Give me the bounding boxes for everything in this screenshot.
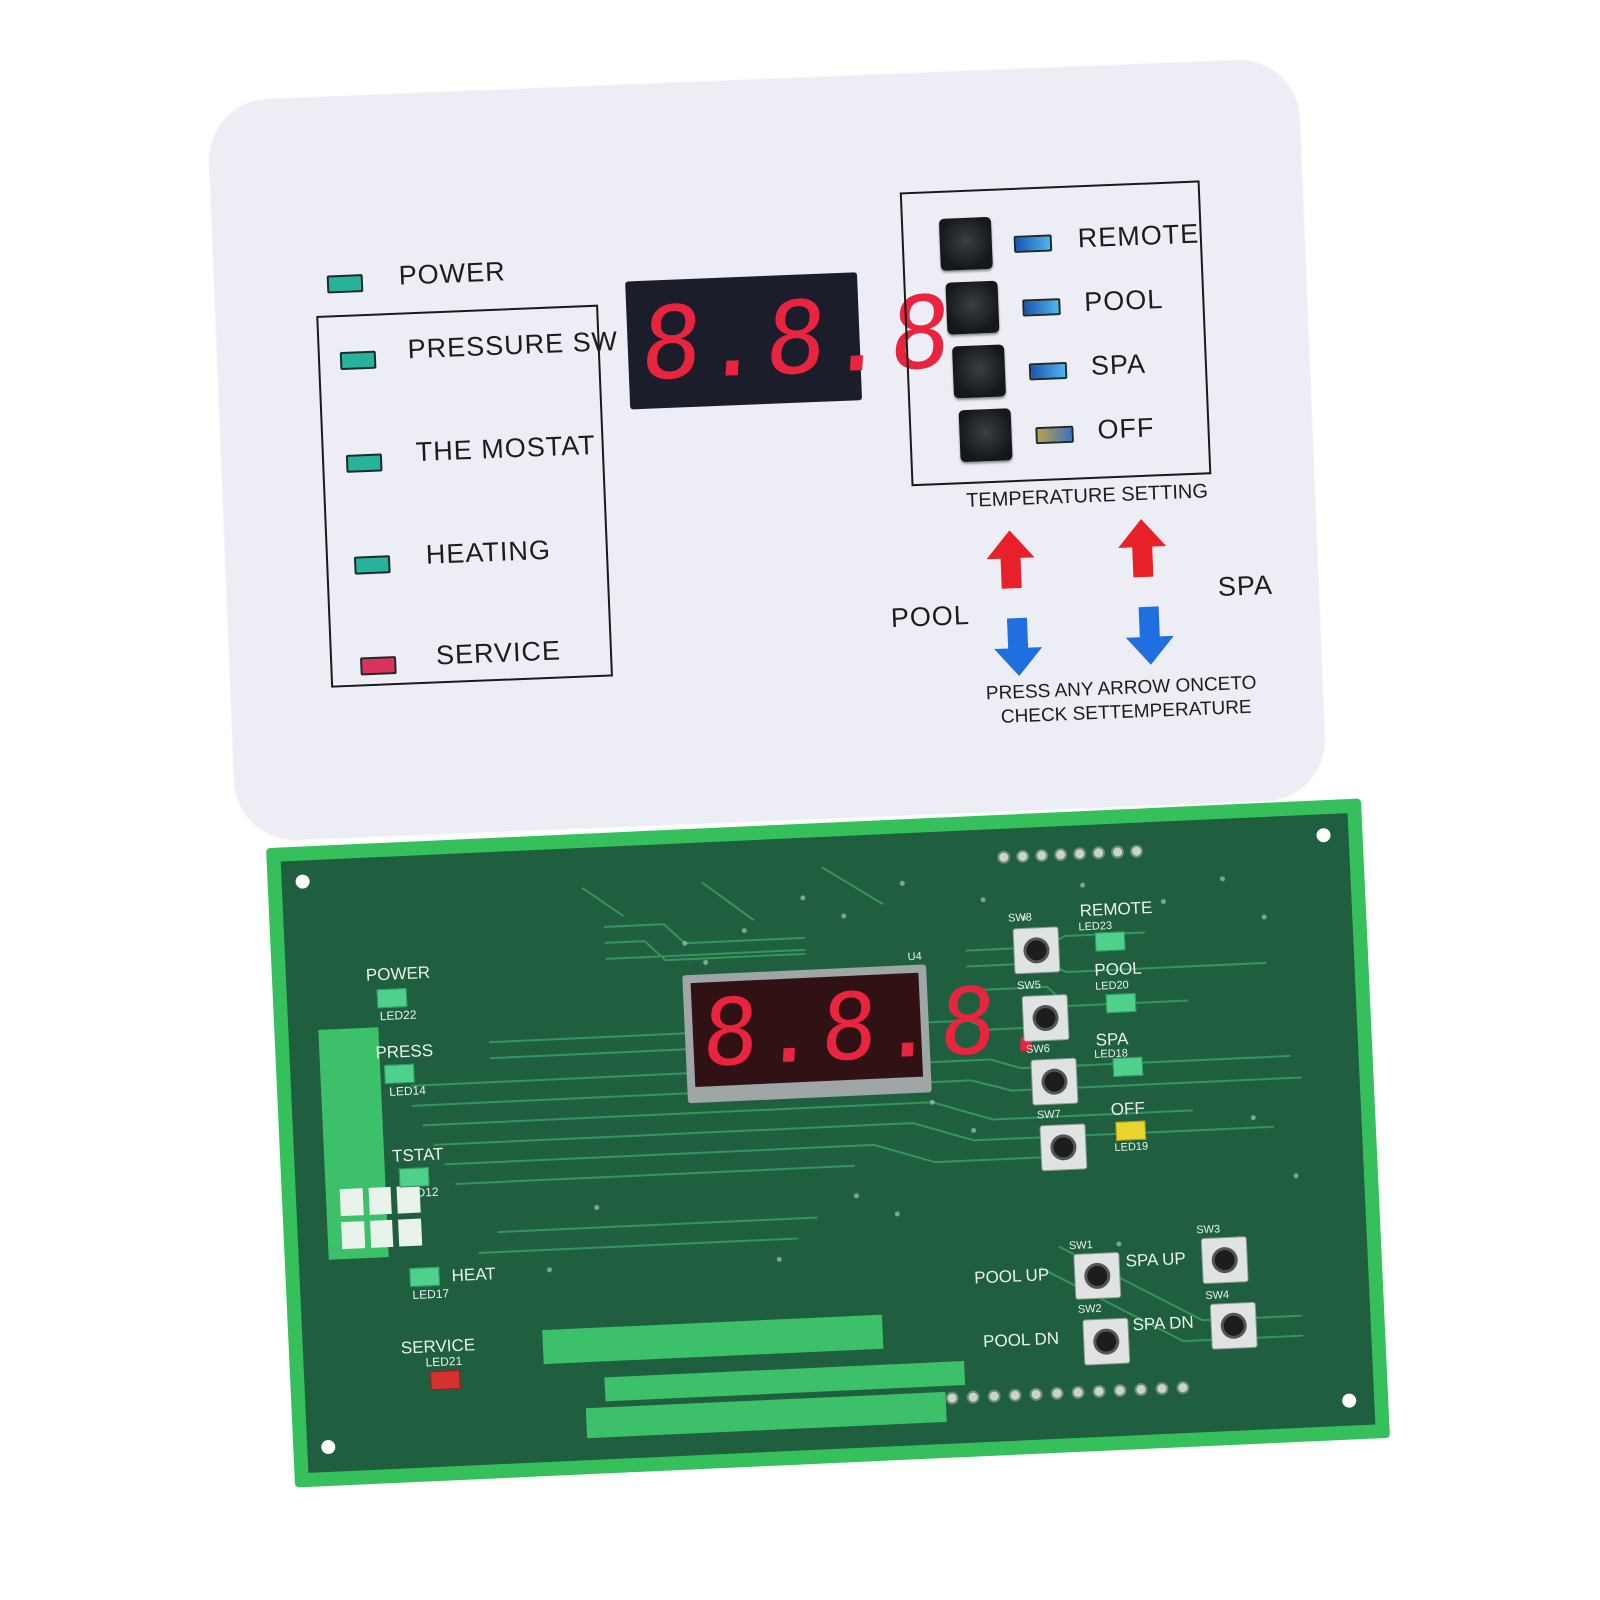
pcb-spa-dn-label: SPA DN (1132, 1312, 1195, 1335)
pool-down-switch[interactable] (1082, 1317, 1131, 1366)
pool-button[interactable] (945, 280, 1000, 335)
off-switch[interactable] (1039, 1123, 1088, 1172)
heating-label: HEATING (425, 534, 552, 570)
temperature-setting-label: TEMPERATURE SETTING (965, 480, 1209, 513)
pcb-sw4-label: SW4 (1205, 1288, 1230, 1303)
power-led (326, 274, 364, 294)
pcb-sw1-label: SW1 (1068, 1239, 1094, 1253)
seven-segment-display: 8.8.8. (625, 271, 1018, 410)
pcb-led19-label: LED19 (1114, 1140, 1149, 1155)
pcb-press-label: PRESS (375, 1040, 434, 1063)
service-led (359, 656, 397, 676)
pcb-remote-label: REMOTE (1079, 898, 1153, 921)
pcb-press-led (384, 1063, 415, 1085)
pressure-sw-led (339, 350, 377, 371)
heating-led (353, 555, 391, 575)
spa-arrow-label: SPA (1217, 569, 1274, 603)
remote-led (1013, 234, 1053, 253)
pcb-sw6-label: SW6 (1025, 1042, 1051, 1056)
off-led (1035, 425, 1074, 445)
pcb-seven-segment-display: 8.8.8. (682, 964, 1061, 1104)
pcb-spa-up-label: SPA UP (1125, 1248, 1187, 1271)
pcb-sw2-label: SW2 (1077, 1302, 1102, 1316)
pool-down-arrow-icon[interactable] (991, 615, 1045, 679)
pcb-pool-dn-label: POOL DN (982, 1328, 1060, 1352)
pcb-tstat-label: TSTAT (391, 1144, 444, 1166)
pcb-sw5-label: SW5 (1016, 979, 1042, 993)
pool-arrow-label: POOL (890, 600, 971, 634)
spa-led (1028, 361, 1068, 381)
pcb-sw8-label: SW8 (1007, 911, 1033, 925)
spa-button[interactable] (951, 344, 1007, 399)
pcb-heat-label: HEAT (451, 1264, 497, 1286)
pool-up-switch[interactable] (1073, 1251, 1122, 1300)
pcb-u4-label: U4 (907, 950, 922, 964)
pcb-led20-label: LED20 (1094, 979, 1130, 993)
pcb-service-led (429, 1369, 461, 1391)
pool-mode-label: POOL (1083, 283, 1164, 318)
pcb-power-label: POWER (365, 962, 431, 985)
pcb-off-led (1115, 1120, 1147, 1141)
pcb-pool-up-label: POOL UP (973, 1265, 1050, 1288)
control-panel-overlay: POWER PRESSURE SW THE MOSTAT HEATING SER… (207, 58, 1327, 842)
pcb-led22-label: LED22 (379, 1007, 417, 1024)
pcb-spa-led (1112, 1056, 1144, 1077)
pcb-led21-label: LED21 (425, 1353, 463, 1370)
thermostat-led (345, 453, 383, 473)
spa-up-switch[interactable] (1200, 1236, 1249, 1285)
off-button[interactable] (958, 408, 1013, 463)
pcb-pool-label: POOL (1094, 958, 1143, 980)
pcb-led14-label: LED14 (388, 1083, 427, 1099)
pool-up-arrow-icon[interactable] (983, 527, 1037, 591)
pcb-pool-led (1105, 992, 1137, 1014)
spa-mode-label: SPA (1090, 348, 1147, 381)
pool-switch[interactable] (1021, 993, 1070, 1043)
pcb-off-label: OFF (1110, 1098, 1146, 1120)
pcb-sw3-label: SW3 (1196, 1223, 1221, 1237)
power-label: POWER (398, 256, 507, 291)
pcb-power-led (376, 987, 408, 1009)
spa-down-switch[interactable] (1209, 1301, 1258, 1350)
pcb-led12-label: LED12 (401, 1184, 439, 1201)
pcb-display-digits: 8.8.8. (700, 964, 1062, 1088)
pcb-remote-led (1094, 931, 1126, 952)
remote-switch[interactable] (1012, 926, 1061, 975)
pcb-sw7-label: SW7 (1036, 1108, 1062, 1122)
remote-button[interactable] (938, 216, 993, 271)
service-label: SERVICE (435, 635, 562, 671)
off-label: OFF (1096, 412, 1156, 445)
spa-down-arrow-icon[interactable] (1123, 604, 1177, 668)
spa-up-arrow-icon[interactable] (1115, 516, 1169, 580)
pcb-heat-led (409, 1266, 441, 1288)
spa-switch[interactable] (1030, 1057, 1079, 1106)
circuit-board: POWER LED22 PRESS LED14 TSTAT LED12 HEAT… (266, 798, 1390, 1488)
remote-label: REMOTE (1077, 218, 1200, 254)
pcb-led17-label: LED17 (412, 1286, 450, 1302)
pool-led (1022, 298, 1061, 317)
